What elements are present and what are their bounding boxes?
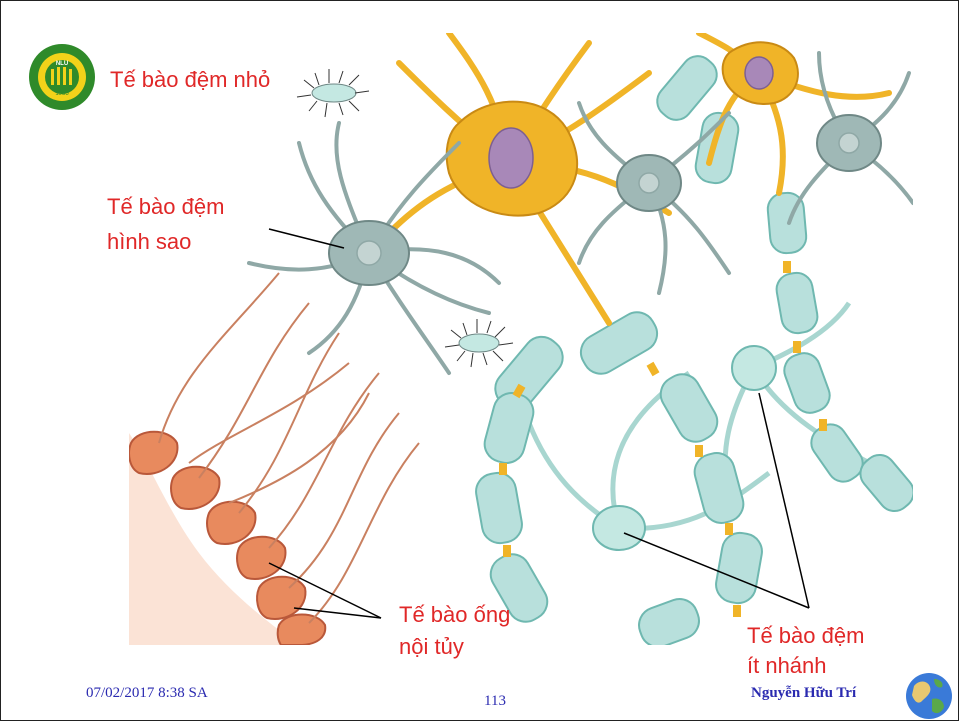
microglia-1 [297, 69, 369, 117]
university-logo: NLU 1955 [28, 43, 96, 111]
label-astrocyte-line1: Tế bào đệm [107, 194, 224, 220]
nodes-of-ranvier [499, 261, 827, 617]
label-oligodendrocyte-line2: ít nhánh [747, 653, 827, 679]
microglia-2 [445, 319, 513, 367]
label-ependymal-line1: Tế bào ống [399, 602, 510, 628]
logo-year: 1955 [55, 91, 69, 97]
footer-date: 07/02/2017 8:38 SA [86, 685, 208, 702]
label-astrocyte-line2: hình sao [107, 229, 191, 255]
page-number: 113 [484, 693, 506, 710]
logo-abbr: NLU [56, 61, 68, 67]
glial-cells-illustration [129, 33, 913, 645]
label-ependymal-line2: nội tủy [399, 634, 464, 660]
label-small-glial-cell: Tế bào đệm nhỏ [110, 67, 270, 93]
label-oligodendrocyte-line1: Tế bào đệm [747, 623, 864, 649]
globe-icon [904, 671, 954, 721]
footer-author: Nguyễn Hữu Trí [751, 685, 856, 702]
